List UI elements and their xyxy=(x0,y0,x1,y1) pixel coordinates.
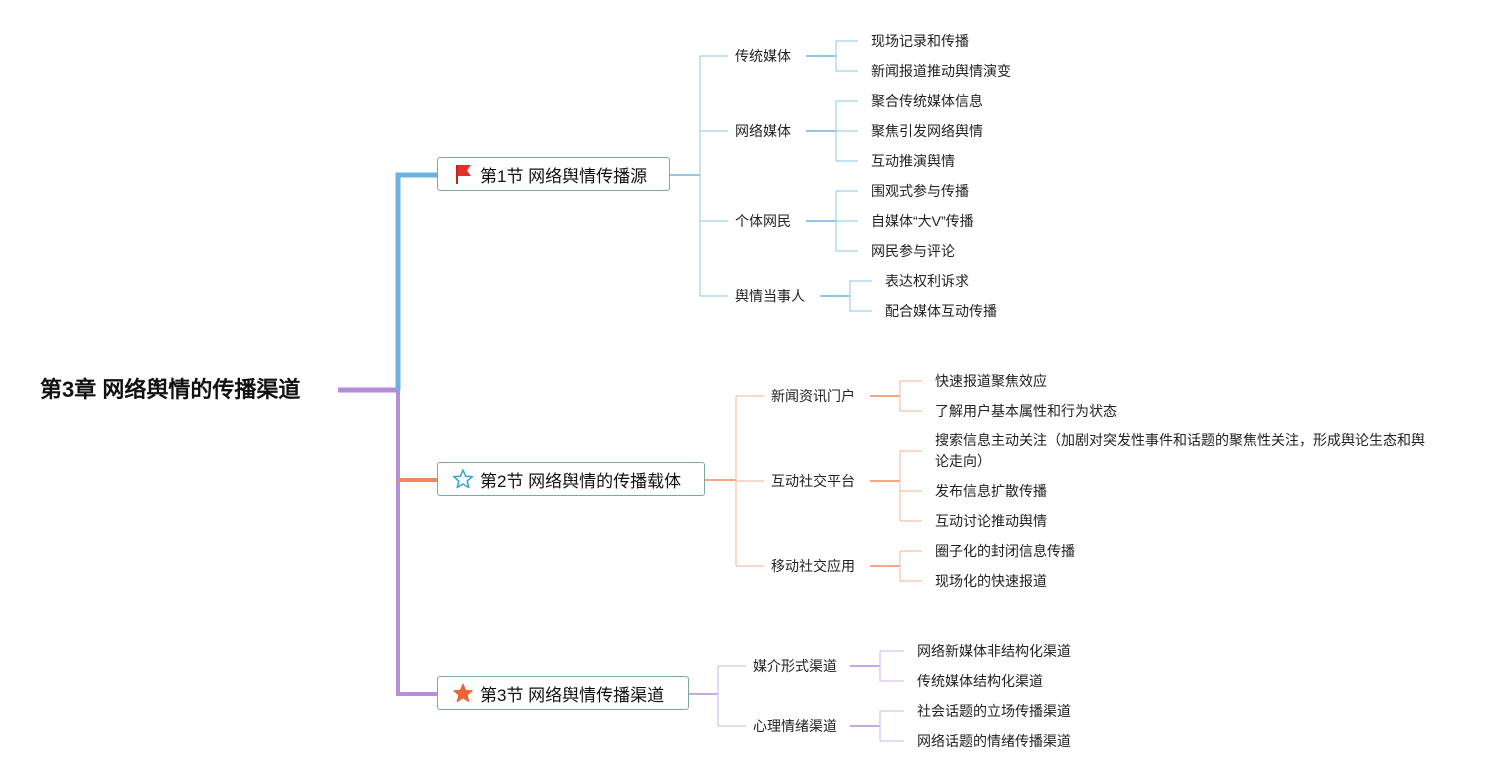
s1-leaf[interactable]: 现场记录和传播 xyxy=(871,33,969,49)
section-2-title: 第2节 网络舆情的传播载体 xyxy=(480,471,682,491)
s3-leaf[interactable]: 社会话题的立场传播渠道 xyxy=(917,703,1071,719)
s3-leaf[interactable]: 传统媒体结构化渠道 xyxy=(917,673,1043,689)
s3-group-psych-emotion[interactable]: 心理情绪渠道 xyxy=(753,718,837,734)
s2-leaf[interactable]: 互动讨论推动舆情 xyxy=(935,513,1047,529)
s2-leaf[interactable]: 快速报道聚焦效应 xyxy=(935,373,1047,389)
section-3-node[interactable]: 第3节 网络舆情传播渠道 xyxy=(437,676,689,710)
star-outline-icon xyxy=(452,468,474,490)
section-1-node[interactable]: 第1节 网络舆情传播源 xyxy=(437,157,670,191)
s1-leaf[interactable]: 网民参与评论 xyxy=(871,243,955,259)
s2-leaf[interactable]: 搜索信息主动关注（加剧对突发性事件和话题的聚焦性关注，形成舆论生态和舆论走向） xyxy=(935,432,1425,469)
s1-group-parties[interactable]: 舆情当事人 xyxy=(735,288,805,304)
red-flag-icon xyxy=(452,163,474,185)
s1-leaf[interactable]: 聚合传统媒体信息 xyxy=(871,93,983,109)
s3-group-media-form[interactable]: 媒介形式渠道 xyxy=(753,658,837,674)
s2-leaf[interactable]: 现场化的快速报道 xyxy=(935,573,1047,589)
s2-leaf[interactable]: 发布信息扩散传播 xyxy=(935,483,1047,499)
s3-leaf[interactable]: 网络话题的情绪传播渠道 xyxy=(917,733,1071,749)
s2-leaf[interactable]: 了解用户基本属性和行为状态 xyxy=(935,403,1117,419)
s1-leaf[interactable]: 自媒体“大V”传播 xyxy=(871,213,974,229)
connector-line xyxy=(395,172,437,390)
section-2-node[interactable]: 第2节 网络舆情的传播载体 xyxy=(437,462,705,496)
s1-leaf[interactable]: 围观式参与传播 xyxy=(871,183,969,199)
s2-group-social-platforms[interactable]: 互动社交平台 xyxy=(771,473,855,489)
s1-leaf[interactable]: 聚焦引发网络舆情 xyxy=(871,123,983,139)
s2-group-news-portals[interactable]: 新闻资讯门户 xyxy=(771,388,855,404)
s1-leaf[interactable]: 互动推演舆情 xyxy=(871,153,955,169)
connector-line xyxy=(396,390,437,696)
section-1-title: 第1节 网络舆情传播源 xyxy=(480,166,648,186)
s1-group-network-media[interactable]: 网络媒体 xyxy=(735,123,791,139)
star-filled-icon xyxy=(452,682,474,704)
s1-leaf[interactable]: 新闻报道推动舆情演变 xyxy=(871,63,1011,79)
s1-group-traditional-media[interactable]: 传统媒体 xyxy=(735,48,791,64)
s1-leaf[interactable]: 配合媒体互动传播 xyxy=(885,303,997,319)
s1-leaf[interactable]: 表达权利诉求 xyxy=(885,273,969,289)
s3-leaf[interactable]: 网络新媒体非结构化渠道 xyxy=(917,643,1071,659)
s1-group-individual-netizens[interactable]: 个体网民 xyxy=(735,213,791,229)
s2-group-mobile-apps[interactable]: 移动社交应用 xyxy=(771,558,855,574)
section-3-title: 第3节 网络舆情传播渠道 xyxy=(480,685,665,705)
s2-leaf[interactable]: 圈子化的封闭信息传播 xyxy=(935,543,1075,559)
root-title: 第3章 网络舆情的传播渠道 xyxy=(40,377,301,402)
